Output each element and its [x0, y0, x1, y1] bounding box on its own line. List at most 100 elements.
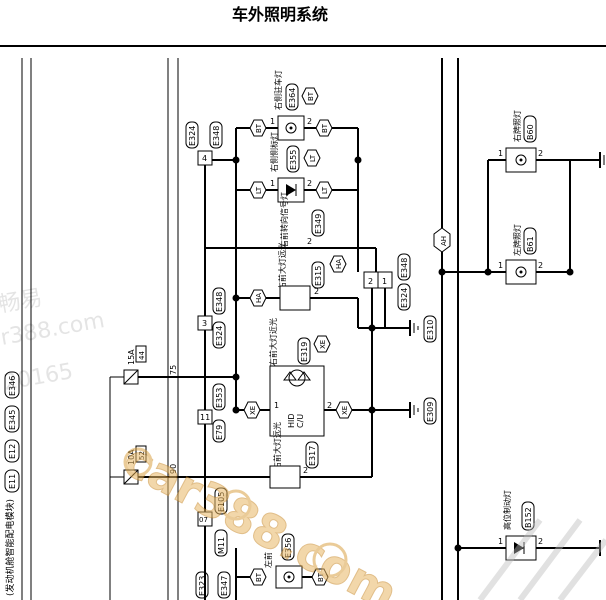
svg-text:右侧侧标灯: 右侧侧标灯 [269, 132, 279, 172]
svg-text:2: 2 [538, 149, 543, 158]
park-lamp-right: 1 2 右侧驻车灯 E364 [266, 70, 316, 141]
ground-right [570, 152, 605, 168]
svg-text:右前大灯远光: 右前大灯远光 [277, 242, 287, 290]
svg-text:BT: BT [321, 123, 329, 133]
svg-text:2: 2 [307, 237, 312, 246]
svg-text:LT: LT [255, 186, 263, 194]
svg-text:E348: E348 [400, 258, 409, 278]
svg-text:右前大灯近光: 右前大灯近光 [268, 318, 278, 366]
svg-text:2: 2 [314, 287, 319, 296]
svg-text:左牌照灯: 左牌照灯 [512, 224, 522, 256]
svg-text:E324: E324 [215, 326, 224, 346]
connector-e12: E12 [4, 439, 20, 463]
svg-text:44: 44 [138, 351, 146, 360]
svg-text:HA: HA [255, 293, 263, 303]
tag-xe1: XE [313, 335, 331, 353]
svg-text:E310: E310 [426, 320, 435, 340]
left-border-lines [21, 58, 179, 600]
svg-text:1: 1 [498, 261, 503, 270]
connector-e11: E11 [4, 469, 20, 493]
svg-text:BT: BT [255, 572, 263, 582]
svg-text:AH: AH [440, 236, 448, 246]
svg-text:11: 11 [200, 413, 210, 422]
plate-lamp-left: 1 2 左牌照灯 B61 [498, 224, 543, 285]
svg-text:E353: E353 [215, 388, 224, 408]
svg-text:B60: B60 [526, 124, 535, 140]
svg-text:XE: XE [341, 406, 349, 415]
turn-signal-right: 右前转向信号灯 E349 2 [279, 192, 325, 248]
lamp-left-front-partial: 左前 [235, 548, 312, 600]
svg-text:1: 1 [270, 179, 275, 188]
trunk-wires [204, 159, 377, 600]
svg-text:右牌照灯: 右牌照灯 [512, 110, 522, 142]
svg-text:2: 2 [327, 401, 332, 410]
svg-text:2: 2 [307, 117, 312, 126]
svg-text:右前大灯远光: 右前大灯远光 [272, 422, 282, 470]
svg-text:BT: BT [317, 572, 325, 582]
svg-text:高位制动灯: 高位制动灯 [502, 490, 512, 530]
tag-bt1: BT [249, 119, 267, 137]
connector-e346: E346 [4, 371, 20, 399]
headlamp-high-right-2: 右前大灯远光 E317 2 [269, 422, 372, 489]
svg-text:右前转向信号灯: 右前转向信号灯 [279, 192, 289, 248]
svg-text:90: 90 [169, 464, 178, 474]
svg-text:1: 1 [382, 277, 387, 286]
svg-text:右侧驻车灯: 右侧驻车灯 [273, 70, 283, 110]
connector-e345: E345 [4, 405, 20, 433]
tag-ah: AH [433, 227, 451, 253]
svg-text:E12: E12 [8, 444, 17, 459]
tag-lt2: LT [315, 181, 333, 199]
svg-text:E346: E346 [8, 376, 17, 396]
tag-bt4: BT [249, 568, 267, 586]
svg-text:2: 2 [303, 466, 308, 475]
svg-text:75: 75 [169, 365, 178, 375]
svg-text:B61: B61 [526, 236, 535, 252]
svg-text:E309: E309 [426, 402, 435, 422]
tag-xe2: XE [243, 401, 261, 419]
tag-xe3: XE [335, 401, 353, 419]
high-stop-lamp: 1 2 高位制动灯 B152 [498, 490, 601, 561]
svg-text:BT: BT [307, 91, 315, 101]
tag-bt3: BT [301, 87, 319, 105]
side-marker-right: 1 2 右侧侧标灯 E355 [266, 132, 316, 203]
connector-box-12: 2 1 E348 E324 [363, 253, 411, 328]
page-title: 车外照明系统 [231, 5, 328, 24]
svg-text:HA: HA [335, 259, 343, 269]
headlamp-high-right: 右前大灯远光 E315 2 [277, 242, 358, 311]
svg-text:B152: B152 [524, 507, 533, 528]
fuse-15a: 15A 44 75 [123, 345, 178, 385]
ground-e310: E310 [409, 315, 437, 343]
svg-text:BT: BT [255, 123, 263, 133]
svg-text:E324: E324 [188, 126, 197, 146]
headlamp-low-right: 右前大灯近光 E319 [268, 318, 311, 366]
tag-ha2: HA [329, 255, 347, 273]
svg-text:E355: E355 [289, 150, 298, 170]
svg-text:10A: 10A [127, 449, 136, 465]
svg-text:E348: E348 [215, 292, 224, 312]
svg-text:E79: E79 [215, 425, 224, 440]
svg-text:07: 07 [199, 516, 208, 524]
module-labels: (发动机舱智能配电模块) E346 E345 E12 E11 [4, 371, 20, 596]
svg-text:1: 1 [498, 149, 503, 158]
svg-text:1: 1 [270, 117, 275, 126]
svg-text:XE: XE [319, 340, 327, 349]
trunk-connectors: E324 E348 4 E348 3 E324 11 E353 E79 07 E… [185, 121, 295, 599]
svg-text:E364: E364 [288, 88, 297, 108]
svg-text:E315: E315 [314, 266, 323, 286]
svg-text:4: 4 [202, 154, 207, 163]
svg-text:左前: 左前 [263, 552, 273, 568]
tag-lt3: LT [303, 149, 321, 167]
svg-text:3: 3 [202, 319, 207, 328]
ground-e309: E309 [409, 397, 437, 425]
svg-text:E356: E356 [284, 538, 293, 558]
svg-text:2: 2 [538, 537, 543, 546]
svg-text:E317: E317 [308, 446, 317, 466]
tag-bt2: BT [315, 119, 333, 137]
svg-text:E319: E319 [300, 342, 309, 362]
park-branch-wires [235, 127, 359, 272]
svg-text:E11: E11 [8, 474, 17, 489]
svg-text:2: 2 [368, 277, 373, 286]
tag-lt1: LT [249, 181, 267, 199]
